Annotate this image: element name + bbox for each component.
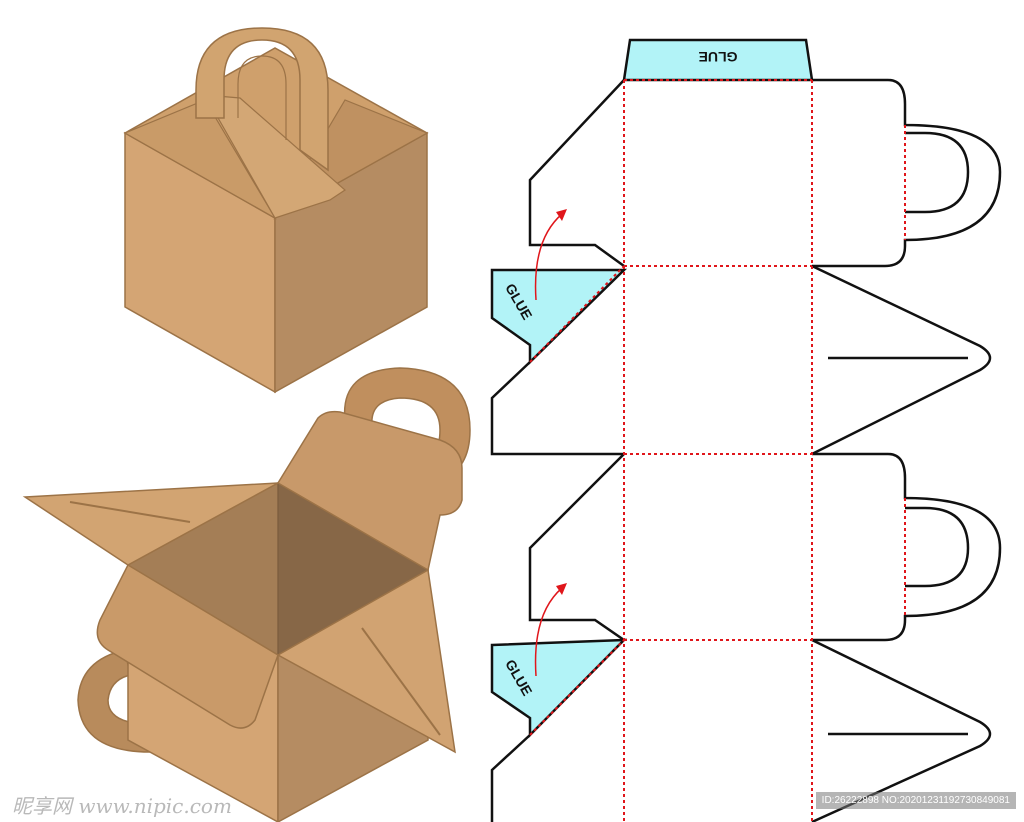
- glue-label-top: GLUE: [699, 49, 738, 65]
- open-box-flap-slot-right: [361, 627, 441, 736]
- watermark-right: ID:26222898 NO:20201231192730849081: [815, 792, 1016, 809]
- dieline-handle-hole-2: [905, 506, 970, 588]
- open-box: [22, 367, 471, 822]
- dieline-right-triangle-1: [811, 264, 992, 456]
- watermark-left: 昵享网 www.nipic.com: [12, 794, 232, 818]
- assembled-box: [123, 27, 429, 394]
- dieline: GLUE GLUE GLUE: [490, 38, 1002, 822]
- box-top-flap-front: [203, 94, 346, 219]
- open-box-triangle-flap-left: [22, 482, 279, 566]
- dieline-right-handle-panel-2: [812, 452, 1002, 642]
- fold-arrow-2: [534, 583, 567, 677]
- glue-flap-1: [490, 268, 628, 365]
- dieline-left-cut: [490, 79, 625, 822]
- open-box-triangle-flap-right: [276, 568, 456, 754]
- dieline-right-handle-panel-1: [812, 78, 1002, 268]
- fold-lines: [529, 79, 906, 822]
- glue-flap-2: [490, 638, 628, 739]
- box-handle-inner: [237, 55, 287, 140]
- box-top-flap-left: [123, 99, 277, 220]
- box-handle: [195, 27, 329, 172]
- fold-arrow-1: [534, 209, 567, 301]
- dieline-right-triangle-2: [811, 638, 992, 822]
- open-box-flap-slot-left: [69, 501, 191, 523]
- open-box-handle-panel-back: [276, 410, 463, 572]
- open-box-handle-panel-front: [96, 563, 279, 729]
- dieline-handle-hole-1: [905, 131, 970, 214]
